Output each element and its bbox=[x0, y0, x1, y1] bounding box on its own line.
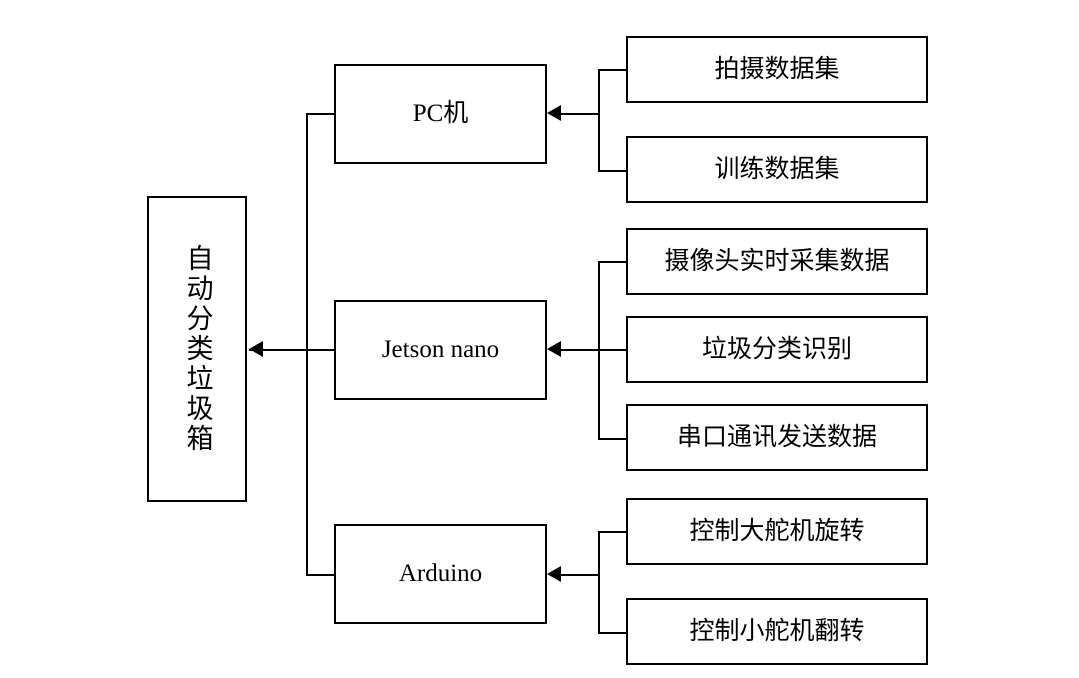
node-pc-child-1-label: 拍摄数据集 bbox=[714, 55, 840, 83]
node-pc-child-2: 训练数据集 bbox=[626, 136, 928, 203]
node-jetson-child-3: 串口通讯发送数据 bbox=[626, 404, 928, 471]
node-arduino-child-1: 控制大舵机旋转 bbox=[626, 498, 928, 565]
node-root-label: 自动分类垃圾箱 bbox=[182, 244, 213, 454]
node-jetson-nano: Jetson nano bbox=[334, 300, 547, 400]
node-arduino: Arduino bbox=[334, 524, 547, 624]
node-jetson-nano-label: Jetson nano bbox=[381, 336, 500, 364]
node-jetson-child-2-label: 垃圾分类识别 bbox=[701, 335, 852, 363]
arrowhead-to-pc bbox=[547, 105, 561, 121]
node-arduino-child-2: 控制小舵机翻转 bbox=[626, 598, 928, 665]
arrowhead-to-root bbox=[249, 341, 263, 357]
connector-bus-to-pc bbox=[306, 113, 334, 115]
connector-bus-to-jetson bbox=[306, 349, 334, 351]
connector-arduino-child-1 bbox=[598, 531, 626, 533]
connector-mid-bus bbox=[306, 113, 308, 574]
node-pc-child-2-label: 训练数据集 bbox=[714, 155, 840, 183]
connector-pc-children-bus bbox=[598, 69, 600, 170]
connector-arduino-child-2 bbox=[598, 632, 626, 634]
connector-arduino-children-bus bbox=[598, 531, 600, 632]
connector-bus-to-arduino bbox=[306, 574, 334, 576]
node-jetson-child-3-label: 串口通讯发送数据 bbox=[676, 423, 877, 451]
node-root: 自动分类垃圾箱 bbox=[147, 196, 247, 502]
arrowhead-to-jetson bbox=[547, 341, 561, 357]
node-arduino-child-2-label: 控制小舵机翻转 bbox=[689, 617, 865, 645]
node-jetson-child-1-label: 摄像头实时采集数据 bbox=[664, 247, 890, 275]
connector-pc-in bbox=[561, 113, 598, 115]
node-arduino-label: Arduino bbox=[398, 560, 483, 588]
connector-jetson-in bbox=[561, 349, 598, 351]
connector-bus-to-root bbox=[249, 349, 306, 351]
node-jetson-child-1: 摄像头实时采集数据 bbox=[626, 228, 928, 295]
node-arduino-child-1-label: 控制大舵机旋转 bbox=[689, 517, 865, 545]
node-jetson-child-2: 垃圾分类识别 bbox=[626, 316, 928, 383]
connector-jetson-child-2 bbox=[598, 349, 626, 351]
node-pc-label: PC机 bbox=[412, 100, 469, 128]
arrowhead-to-arduino bbox=[547, 566, 561, 582]
connector-jetson-child-3 bbox=[598, 438, 626, 440]
connector-pc-child-2 bbox=[598, 170, 626, 172]
connector-pc-child-1 bbox=[598, 69, 626, 71]
connector-jetson-child-1 bbox=[598, 261, 626, 263]
node-pc: PC机 bbox=[334, 64, 547, 164]
node-pc-child-1: 拍摄数据集 bbox=[626, 36, 928, 103]
connector-arduino-in bbox=[561, 574, 598, 576]
